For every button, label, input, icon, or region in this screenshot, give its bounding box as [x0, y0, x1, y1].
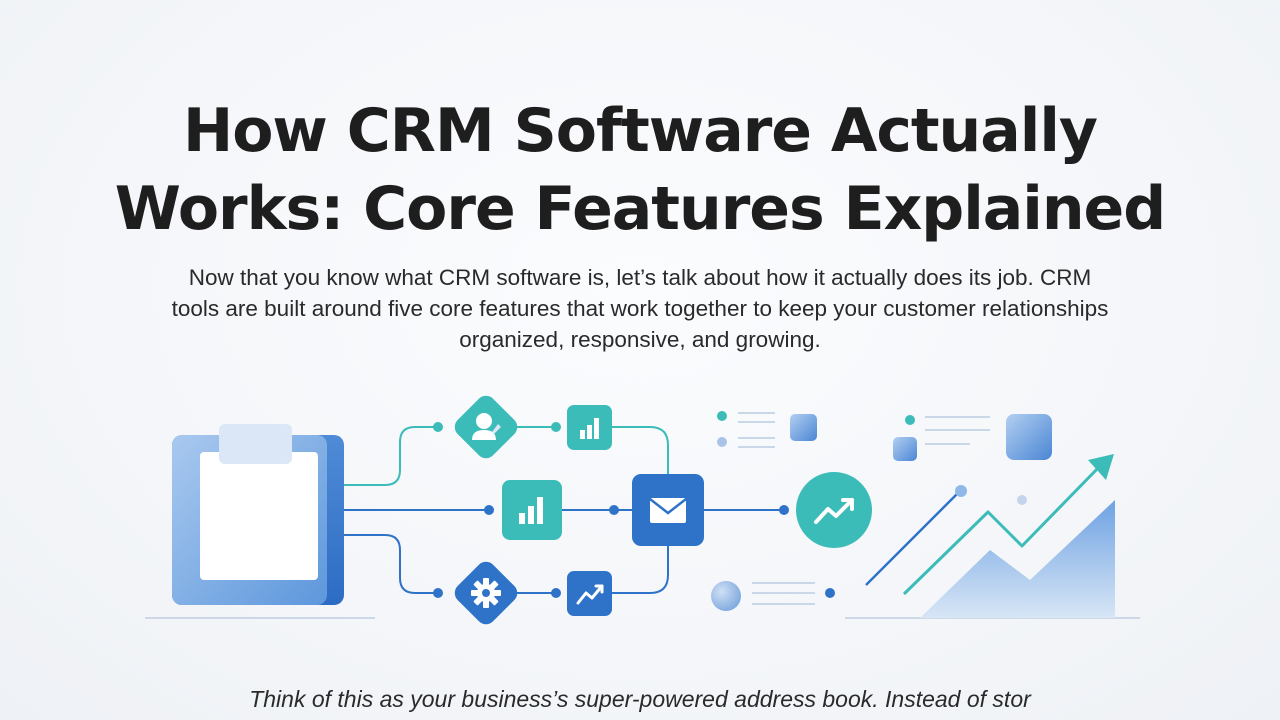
trend-up-icon-small [567, 571, 612, 616]
bar-chart-icon-top [567, 405, 612, 450]
decorative-list-top [717, 411, 817, 448]
growth-trend-icon [796, 472, 872, 548]
title-line-1: How CRM Software Actually [182, 96, 1098, 166]
title-line-2: Works: Core Features Explained [114, 174, 1166, 244]
crm-workflow-illustration [145, 395, 1140, 625]
decorative-list-bottom [711, 581, 835, 611]
connector-dots [433, 422, 789, 598]
connector-lines [344, 426, 784, 594]
page-title: How CRM Software Actually Works: Core Fe… [60, 92, 1220, 248]
growth-chart-graphic [865, 454, 1115, 618]
envelope-icon [632, 474, 704, 546]
gear-icon [454, 561, 518, 625]
decorative-list-right [893, 414, 1052, 461]
bottom-paragraph: Think of this as your business’s super-p… [249, 686, 1031, 712]
clipboard-icon [172, 424, 344, 605]
bar-chart-icon-mid [502, 480, 562, 540]
intro-paragraph: Now that you know what CRM software is, … [171, 265, 1109, 352]
user-contact-icon [454, 395, 518, 459]
